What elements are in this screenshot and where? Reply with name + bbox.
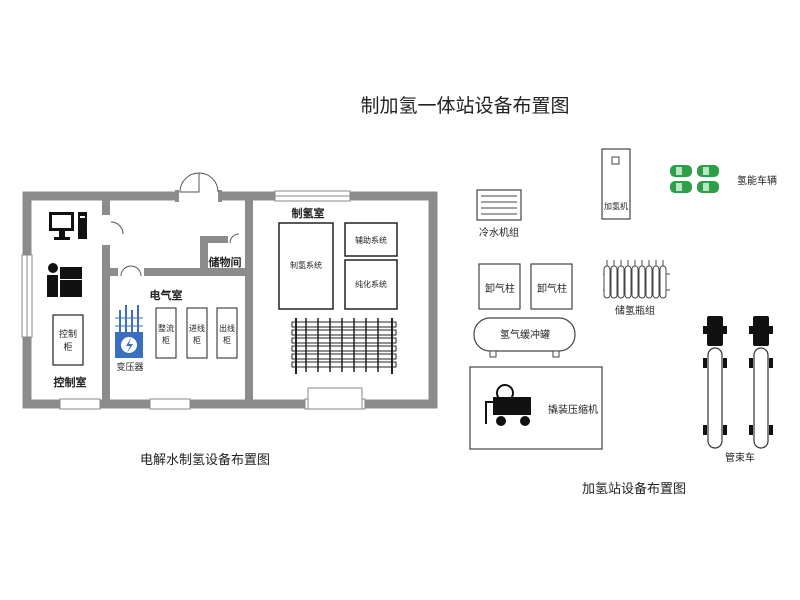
unloading-post-1-label: 卸气柱 xyxy=(485,282,515,295)
chiller-label: 冷水机组 xyxy=(479,226,519,239)
buffer-tank xyxy=(473,317,576,352)
computer-icon xyxy=(49,212,87,240)
rectifier-label-1: 整流 xyxy=(158,323,174,333)
transformer-icon xyxy=(115,305,143,358)
wall-control-room xyxy=(102,200,110,400)
control-cabinet xyxy=(52,314,84,366)
station-layout: 冷水机组 加氢机 氢能车辆 卸气柱 卸气柱 xyxy=(469,148,777,464)
compressor-icon xyxy=(485,384,531,426)
top-door-icon xyxy=(179,172,200,193)
electrolysis-caption: 电解水制氢设备布置图 xyxy=(140,452,270,468)
tube-trailer-icon xyxy=(703,316,773,449)
buffer-tank-label: 氢气缓冲罐 xyxy=(500,328,550,341)
unloading-post-2 xyxy=(530,263,573,310)
hydrogen-room-label: 制氢室 xyxy=(292,206,325,220)
hydrogen-system-box xyxy=(278,222,334,310)
vehicles-label: 氢能车辆 xyxy=(737,174,777,187)
purification-system-box xyxy=(344,259,398,310)
auxiliary-system-label: 辅助系统 xyxy=(355,235,387,245)
cylinder-group-label: 储氢瓶组 xyxy=(615,304,655,317)
outgoing-label-1: 出线 xyxy=(219,323,235,333)
unloading-post-1 xyxy=(478,263,521,310)
incoming-label-2: 柜 xyxy=(193,335,201,345)
transformer-label: 变压器 xyxy=(116,361,143,373)
control-cabinet-label-2: 柜 xyxy=(63,341,72,353)
operator-icon xyxy=(47,263,82,297)
station-caption: 加氢站设备布置图 xyxy=(582,481,686,497)
compressor-skid xyxy=(469,366,603,450)
purification-system-label: 纯化系统 xyxy=(355,279,387,289)
outgoing-cabinet xyxy=(216,307,238,359)
incoming-cabinet xyxy=(186,307,208,359)
rectifier-cabinet xyxy=(155,307,177,359)
control-room-label: 控制室 xyxy=(54,375,87,389)
page-title: 制加氢一体站设备布置图 xyxy=(360,95,569,117)
wall-hydrogen-room xyxy=(245,200,253,400)
electric-room-label: 电气室 xyxy=(150,288,183,302)
compressor-label: 撬装压缩机 xyxy=(548,403,598,416)
wall-electric-room xyxy=(110,268,245,276)
dispenser-label: 加氢机 xyxy=(604,201,628,211)
vehicle-icon xyxy=(670,165,719,193)
electrolyzer-stack-icon xyxy=(291,318,397,374)
unloading-post-2-label: 卸气柱 xyxy=(537,282,567,295)
electrolysis-floor-plan: 控制 柜 控制室 储物间 电气室 变压器 整流 柜 进线 柜 出线 柜 制氢 xyxy=(21,172,438,410)
rectifier-label-2: 柜 xyxy=(162,335,170,345)
hydrogen-system-label: 制氢系统 xyxy=(290,260,322,270)
incoming-label-1: 进线 xyxy=(189,323,205,333)
auxiliary-system-box xyxy=(344,222,398,257)
chiller-unit xyxy=(476,189,522,221)
tube-trailer-label: 管束车 xyxy=(725,451,755,464)
cylinder-group-icon xyxy=(603,260,670,299)
outgoing-label-2: 柜 xyxy=(223,335,231,345)
control-cabinet-label-1: 控制 xyxy=(59,328,77,340)
storage-room-label: 储物间 xyxy=(209,255,242,269)
